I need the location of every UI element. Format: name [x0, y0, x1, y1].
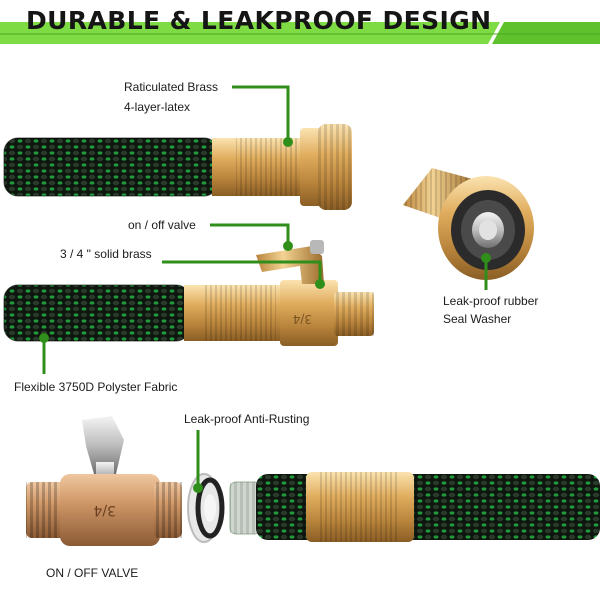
hose-middle — [3, 284, 191, 342]
callout-dots — [39, 137, 491, 493]
label-four-layer-latex: 4-layer-latex — [124, 100, 191, 114]
label-solid-brass: 3 / 4 " solid brass — [60, 247, 152, 261]
rubber-seal-washer — [187, 473, 225, 543]
inner-barb-fitting — [229, 481, 261, 535]
shutoff-valve: 3/4 — [26, 416, 182, 546]
female-coupling-front — [403, 168, 534, 280]
label-leakproof-rubber: Leak-proof rubber — [443, 294, 539, 308]
header-banner — [0, 22, 600, 44]
brass-sleeve — [306, 472, 414, 542]
page-title: DURABLE & LEAKPROOF DESIGN — [26, 6, 492, 35]
valve-body-engraving: 3/4 — [93, 502, 116, 518]
label-raticulated-brass: Raticulated Brass — [124, 80, 219, 94]
label-anti-rusting: Leak-proof Anti-Rusting — [184, 412, 310, 426]
label-on-off-valve: on / off valve — [128, 218, 196, 232]
brass-female-connector — [212, 124, 352, 210]
label-valve-caption: ON / OFF VALVE — [46, 566, 139, 580]
valve-engraving: 3/4 — [293, 312, 312, 326]
label-seal-washer: Seal Washer — [443, 312, 512, 326]
label-polyester-fabric: Flexible 3750D Polyster Fabric — [14, 380, 178, 394]
brass-valve-connector: 3/4 — [184, 240, 374, 346]
callout-leaders — [42, 85, 488, 488]
hose-top — [3, 137, 219, 197]
